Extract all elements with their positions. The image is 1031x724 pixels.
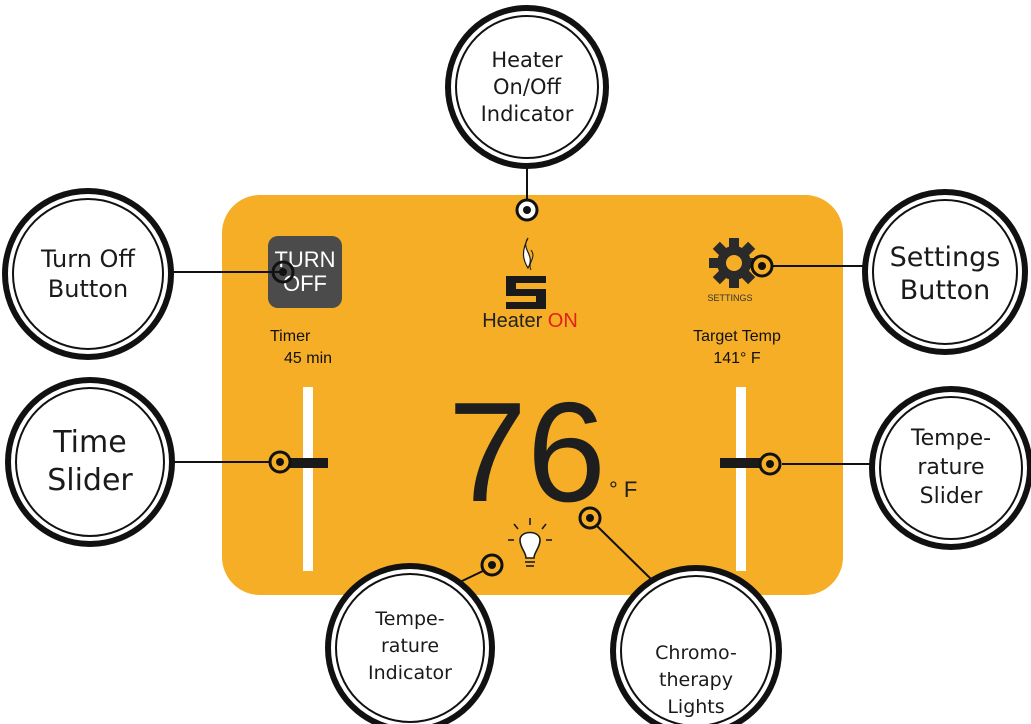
- ring-temp-slider: [869, 386, 1031, 550]
- callout-chromo-line1: Chromo-: [655, 642, 737, 664]
- callout-temp-indicator-line3: Indicator: [368, 662, 452, 684]
- marker-chromotherapy: [578, 506, 602, 530]
- current-temperature: 76: [448, 373, 606, 532]
- time-slider-track: [303, 387, 313, 571]
- marker-time-slider: [268, 450, 292, 474]
- ring-settings: [862, 189, 1028, 355]
- callout-chromo-line2: therapy: [659, 669, 733, 691]
- callout-temp-indicator-line2: rature: [380, 635, 440, 657]
- callout-turn-off-button: Turn Off Button: [18, 244, 158, 304]
- timer-label: Timer: [270, 328, 311, 345]
- callout-heater-line1: Heater: [491, 48, 563, 72]
- temperature-slider[interactable]: [720, 387, 760, 571]
- callout-temp-slider-line2: rature: [917, 455, 985, 480]
- target-temp-label: Target Temp: [693, 328, 781, 345]
- callout-time-line1: Time: [53, 425, 127, 460]
- turn-off-line1: TURN: [274, 247, 336, 272]
- marker-turn-off: [271, 260, 295, 284]
- callout-time-line2: Slider: [47, 463, 133, 498]
- ring-time-slider: [5, 377, 175, 547]
- marker-settings: [750, 254, 774, 278]
- callout-temp-slider-line1: Tempe-: [910, 426, 992, 451]
- time-slider-handle: [288, 458, 328, 468]
- leader-temp-indicator: [459, 569, 486, 583]
- marker-temp-slider: [758, 452, 782, 476]
- turn-off-line2: OFF: [283, 271, 327, 296]
- callout-settings-line2: Button: [899, 275, 991, 306]
- callout-settings-line1: Settings: [889, 242, 1001, 273]
- callout-temperature-indicator: Tempe- rature Indicator: [340, 606, 480, 687]
- leader-lines: [172, 160, 876, 583]
- turn-off-button[interactable]: TURN OFF: [268, 236, 342, 308]
- callout-turn-off-line1: Turn Off: [41, 245, 135, 273]
- heater-status-text: Heater ON: [470, 310, 590, 333]
- callout-time-slider: Time Slider: [20, 424, 160, 500]
- marker-heater: [515, 198, 539, 222]
- settings-label: SETTINGS: [707, 293, 753, 303]
- callout-temp-indicator-line1: Tempe-: [375, 608, 445, 630]
- timer-readout: Timer 45 min: [270, 326, 370, 370]
- callout-heater-line2: On/Off: [493, 75, 561, 99]
- callout-chromo-line3: Lights: [667, 696, 725, 718]
- callout-turn-off-line2: Button: [47, 275, 129, 303]
- callout-heater-line3: Indicator: [480, 102, 574, 126]
- callout-rings: [2, 5, 1031, 724]
- ring-heater: [445, 5, 609, 169]
- gear-icon[interactable]: [709, 238, 759, 288]
- callout-heater-indicator: Heater On/Off Indicator: [457, 47, 597, 128]
- ring-temp-indicator: [325, 563, 495, 724]
- heater-icon: [506, 237, 546, 309]
- time-slider[interactable]: [288, 387, 328, 571]
- timer-value: 45 min: [284, 350, 333, 367]
- target-temp-readout: Target Temp 141° F: [672, 326, 802, 370]
- ring-turn-off: [2, 188, 174, 360]
- callout-temperature-slider: Tempe- rature Slider: [881, 424, 1021, 511]
- temperature-slider-handle: [720, 458, 760, 468]
- callout-settings-button: Settings Button: [875, 241, 1015, 307]
- marker-temp-indicator: [480, 553, 504, 577]
- temperature-slider-track: [736, 387, 746, 571]
- light-bulb-icon: [508, 518, 552, 567]
- heater-state: ON: [547, 310, 578, 332]
- target-markers: [268, 198, 782, 577]
- temperature-unit: ° F: [609, 477, 638, 502]
- callout-temp-slider-line3: Slider: [919, 484, 983, 509]
- callout-chromotherapy-lights: Chromo- therapy Lights: [626, 640, 766, 721]
- ring-chromotherapy: [610, 565, 782, 724]
- heater-label: Heater: [482, 310, 548, 332]
- target-temp-value: 141° F: [713, 350, 761, 367]
- leader-chromotherapy: [596, 525, 653, 581]
